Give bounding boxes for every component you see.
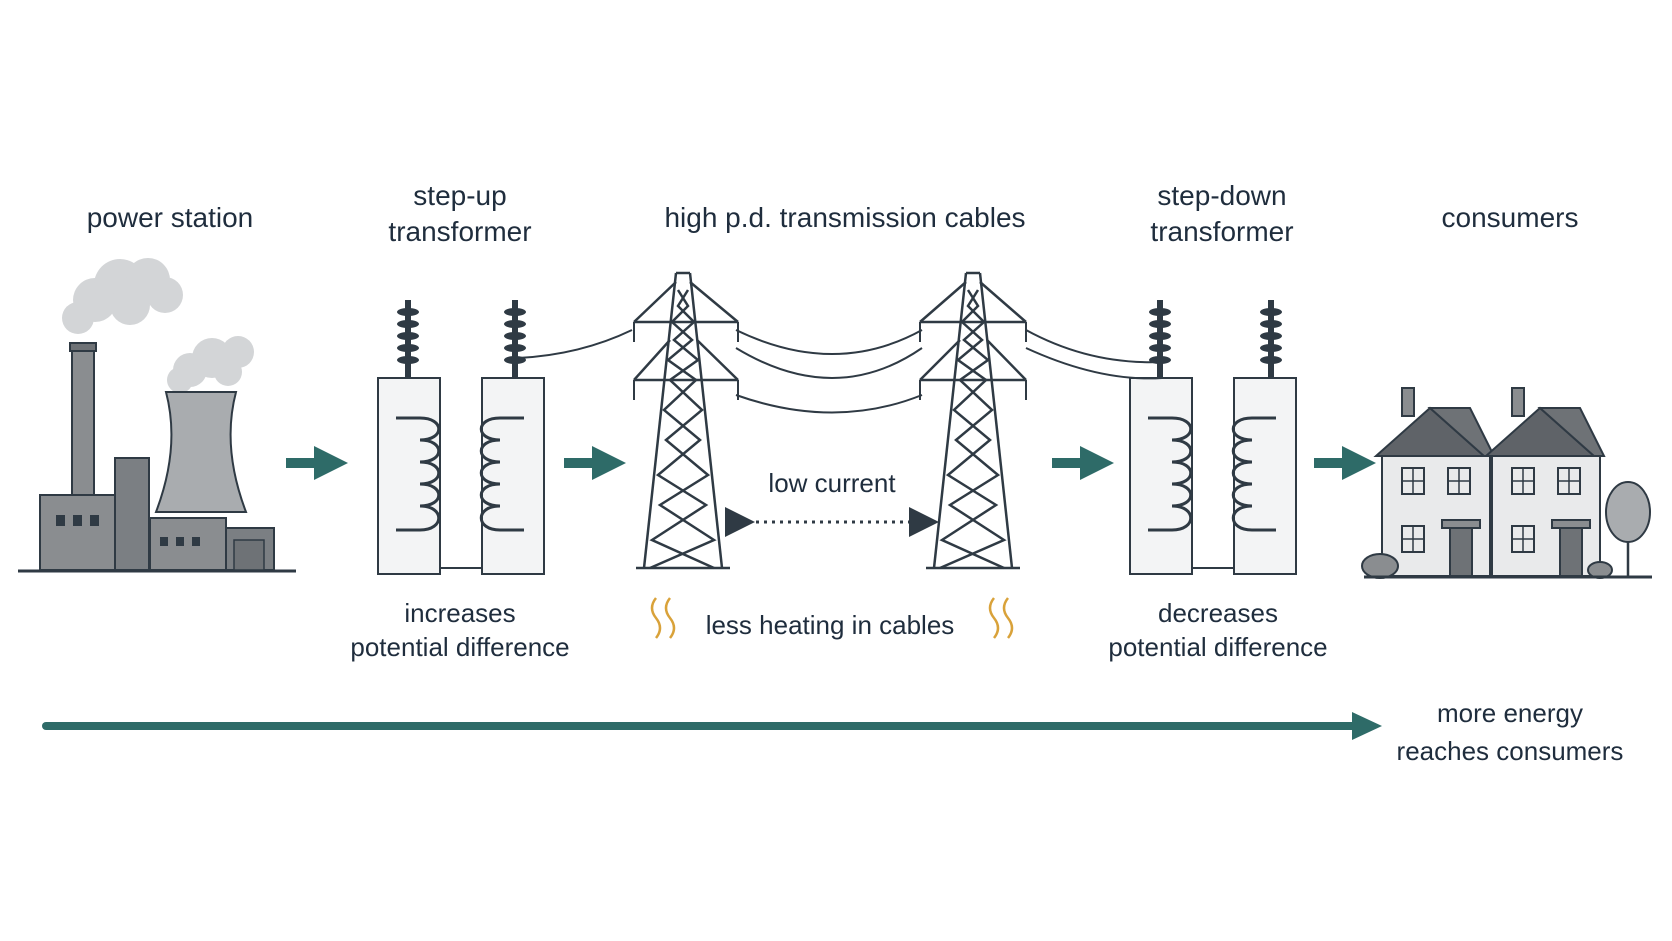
pylon-left-icon — [633, 271, 739, 570]
result-note-line2: reaches consumers — [1396, 736, 1624, 766]
step-up-transformer-icon — [377, 300, 545, 575]
flow-arrow-icon — [1314, 446, 1376, 480]
flow-arrow-icon — [564, 446, 626, 480]
flow-arrow-icon — [286, 446, 348, 480]
energy-flow-arrow-icon — [42, 712, 1382, 740]
consumers-label: consumers — [1441, 202, 1579, 233]
decreases-note-line1: decreases — [1158, 598, 1278, 628]
power-station-label: power station — [86, 202, 254, 233]
step-up-title-line1: step-up — [413, 180, 507, 211]
decreases-note-line2: potential difference — [1108, 632, 1328, 662]
power-station-icon — [18, 258, 296, 573]
step-down-transformer-icon — [1129, 300, 1297, 575]
less-heating-label: less heating in cables — [705, 610, 955, 640]
result-note-line1: more energy — [1437, 698, 1583, 728]
increases-note-line1: increases — [404, 598, 516, 628]
cables-label: high p.d. transmission cables — [664, 202, 1026, 233]
low-current-label: low current — [768, 468, 896, 498]
heat-icon — [988, 597, 1014, 639]
flow-arrow-icon — [1052, 446, 1114, 480]
transmission-cables — [517, 329, 1163, 414]
pylon-right-icon — [919, 271, 1027, 570]
heat-icon — [650, 597, 676, 639]
step-down-title-line2: transformer — [1150, 216, 1294, 247]
step-down-title-line1: step-down — [1157, 180, 1287, 211]
increases-note-line2: potential difference — [350, 632, 570, 662]
houses-icon — [1361, 387, 1652, 579]
step-up-title-line2: transformer — [388, 216, 532, 247]
